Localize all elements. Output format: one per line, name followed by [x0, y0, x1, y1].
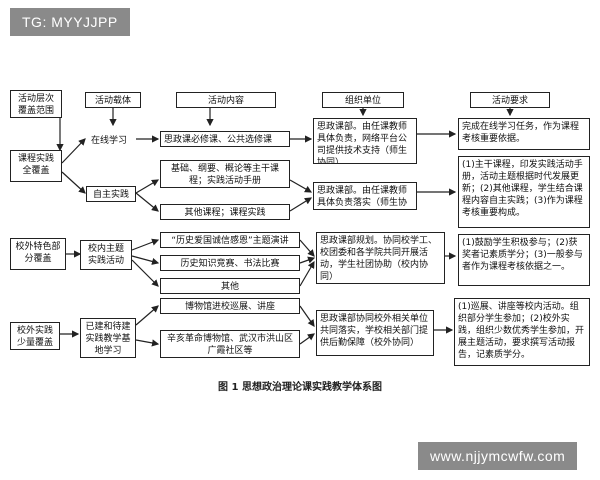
req-row2: (1)鼓励学生积极参与；(2)获奖者记素质学分；(3)一般参与者作为课程考核依据… — [458, 234, 590, 286]
org-row1-self: 思政课部。由任课教师具体负责落实（师生协同） — [313, 182, 417, 210]
header-req: 活动要求 — [470, 92, 550, 108]
watermark-bottom: www.njjymcwfw.com — [418, 442, 578, 470]
header-org: 组织单位 — [322, 92, 404, 108]
content-row2-contest: 历史知识竞赛、书法比赛 — [160, 255, 300, 271]
org-row3: 思政课部协同校外相关单位共同落实，学校相关部门提供后勤保障（校外协同） — [316, 310, 434, 356]
content-row2-other: 其他 — [160, 278, 300, 294]
watermark-top: TG: MYYJJPP — [10, 8, 130, 36]
carrier-row2: 校内主题实践活动 — [80, 240, 132, 270]
header-scope: 活动层次覆盖范围 — [10, 90, 62, 118]
carrier-row1-online: 在线学习 — [91, 136, 128, 146]
carrier-row3: 已建和待建实践教学基地学习 — [80, 318, 136, 358]
content-row3-base: 辛亥革命博物馆、武汉市洪山区广霞社区等 — [160, 330, 300, 358]
req-row1-self: (1)主干课程，印发实践活动手册，活动主题根据时代发展更新；(2)其他课程，学生… — [458, 156, 590, 228]
scope-row1: 课程实践全覆盖 — [10, 150, 62, 182]
header-carrier: 活动载体 — [85, 92, 141, 108]
figure-caption: 图 1 思想政治理论课实践教学体系图 — [218, 382, 382, 393]
scope-row3: 校外实践少量覆盖 — [10, 322, 60, 350]
req-row1-online: 完成在线学习任务，作为课程考核重要依据。 — [458, 118, 590, 150]
org-row2: 思政课部规划。协同校学工、校团委和各学院共同开展活动，学生社团协助（校内协同） — [316, 232, 445, 284]
org-row1-online: 思政课部。由任课教师具体负责，网络平台公司提供技术支持（师生协同） — [313, 118, 417, 164]
scope-row2: 校外特色部分覆盖 — [10, 238, 66, 270]
content-row1-online: 思政课必修课、公共选修课 — [160, 131, 290, 147]
content-row1-main: 基础、纲要、概论等主干课程；实践活动手册 — [160, 160, 290, 188]
content-row3-museum: 博物馆进校巡展、讲座 — [160, 298, 300, 314]
content-row2-speech: “历史爱国诚信感恩”主题演讲 — [160, 232, 300, 248]
header-content: 活动内容 — [176, 92, 276, 108]
carrier-row1-self: 自主实践 — [86, 186, 136, 202]
content-row1-other: 其他课程；课程实践 — [160, 204, 290, 220]
req-row3: (1)巡展、讲座等校内活动。组织部分学生参加；(2)校外实践，组织少数优秀学生参… — [454, 298, 590, 366]
